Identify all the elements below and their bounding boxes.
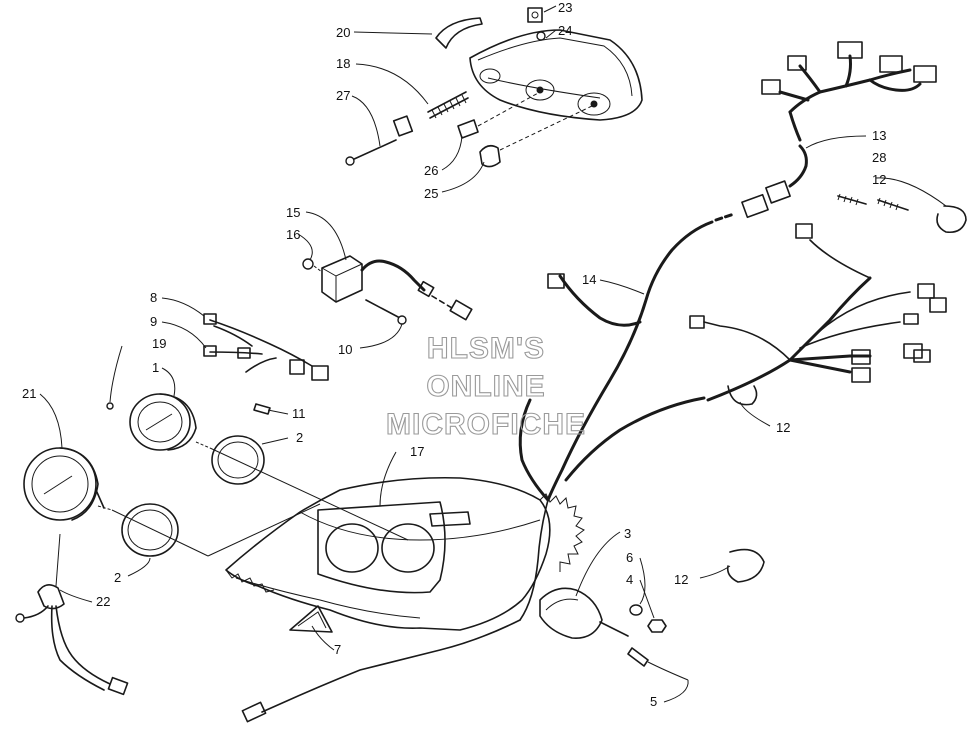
headlight-assembly	[469, 29, 643, 121]
callout-3: 3	[624, 526, 631, 541]
watermark-line-1: HLSM'S	[427, 332, 545, 365]
washer-part-6	[629, 604, 643, 616]
speedometer-part-21	[23, 447, 113, 521]
screw-part-19	[106, 402, 114, 410]
callout-19: 19	[152, 336, 166, 351]
callout-23: 23	[558, 0, 572, 15]
callout-12-mid: 12	[776, 420, 790, 435]
callout-5: 5	[650, 694, 657, 709]
callout-2-lower: 2	[114, 570, 121, 585]
callout-27: 27	[336, 88, 350, 103]
callout-10: 10	[338, 342, 352, 357]
gauge-harness-part-22	[15, 533, 129, 696]
callout-11: 11	[292, 406, 306, 421]
callout-4: 4	[626, 572, 633, 587]
callout-26: 26	[424, 163, 438, 178]
callout-12-lower: 12	[674, 572, 688, 587]
main-wiring-harness-part-14	[241, 110, 911, 723]
callout-17: 17	[410, 444, 424, 459]
clamp-part-12-upper	[936, 205, 967, 234]
watermark-line-2: ONLINE	[426, 370, 545, 403]
sensor-part-5	[627, 647, 689, 681]
spring-part-28	[837, 193, 909, 211]
callout-2-upper: 2	[296, 430, 303, 445]
warning-decal-part-7	[289, 605, 333, 633]
bolt-part-10	[365, 299, 407, 325]
headlight-harness-part-13	[761, 41, 937, 114]
callout-14: 14	[582, 272, 596, 287]
tachometer-part-1	[129, 393, 211, 451]
nut-part-4	[647, 619, 667, 633]
watermark-line-3: MICROFICHE	[386, 408, 586, 441]
callout-12-upper: 12	[872, 172, 886, 187]
callout-6: 6	[626, 550, 633, 565]
gauge-harness-part-8	[203, 313, 329, 381]
callout-22: 22	[96, 594, 110, 609]
bulb-part-11	[253, 403, 271, 415]
callout-20: 20	[336, 25, 350, 40]
dash-panel-part-17	[225, 476, 585, 631]
nut-part-23	[527, 7, 543, 23]
leader-lines	[39, 5, 947, 703]
bezel-ring-part-2-lower	[121, 503, 179, 557]
callout-8: 8	[150, 290, 157, 305]
callout-21: 21	[22, 386, 36, 401]
harness-connectors-right	[689, 223, 947, 383]
callout-1: 1	[152, 360, 159, 375]
watermark: HLSM'S ONLINE MICROFICHE	[385, 331, 586, 441]
callout-15: 15	[286, 205, 300, 220]
bezel-ring-part-2-upper	[211, 435, 265, 485]
callout-labels: 20 23 24 18 27 26 25 15 16 10 8 9 19 1 1…	[22, 0, 886, 709]
spring-part-18	[427, 91, 469, 119]
clip-part-20	[435, 17, 483, 49]
gauge-part-3	[539, 587, 629, 639]
callout-25: 25	[424, 186, 438, 201]
bulb-socket-part-26	[457, 91, 541, 139]
bolt-part-27	[345, 115, 414, 166]
callout-7: 7	[334, 642, 341, 657]
callout-28: 28	[872, 150, 886, 165]
bulb-part-25	[479, 105, 593, 168]
callout-18: 18	[336, 56, 350, 71]
voltage-regulator-part-15	[321, 255, 473, 321]
callout-9: 9	[150, 314, 157, 329]
nut-part-16	[302, 258, 323, 273]
callout-24: 24	[558, 23, 572, 38]
callout-13: 13	[872, 128, 886, 143]
clamp-part-12-lower	[726, 548, 765, 583]
clamp-part-12-mid	[727, 385, 758, 406]
callout-16: 16	[286, 227, 300, 242]
